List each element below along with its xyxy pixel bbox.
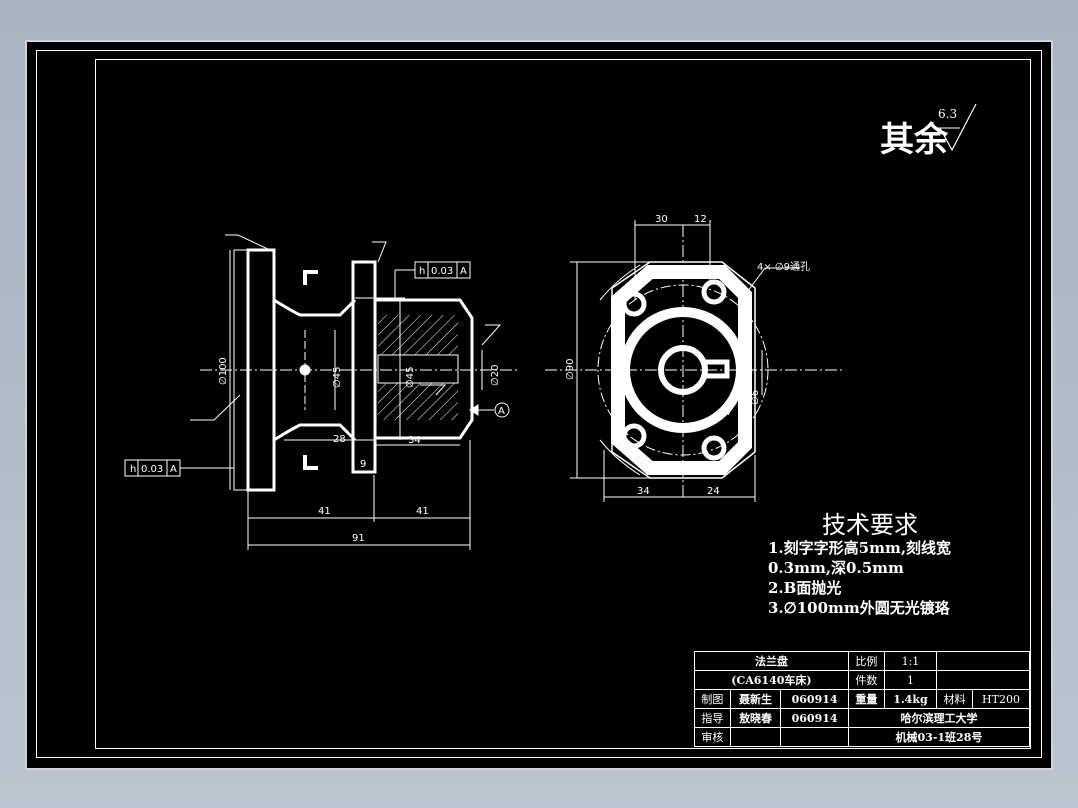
- qty-label: 件数: [847, 670, 885, 690]
- tech-line-4: 3.∅100mm外圆无光镀珞: [768, 599, 950, 617]
- drawing-frame: [95, 59, 1031, 749]
- dim-41-left: 41: [318, 506, 331, 517]
- front-view: [545, 220, 845, 502]
- tol-left-h: h: [130, 464, 136, 475]
- bolt-hole-2: [701, 279, 727, 305]
- tech-line-1: 1.刻字字形高5mm,刻线宽: [768, 539, 952, 557]
- title-block: 法兰盘 比例 1:1 (CA6140车床) 件数 1 制图 聂新生 060914…: [694, 651, 1031, 747]
- weight-value: 1.4kg: [883, 689, 938, 709]
- dim-34-front: 34: [637, 486, 650, 497]
- side-view: [124, 234, 520, 550]
- drawing-sheet-border: [36, 50, 1042, 758]
- dim-dia-90: ∅90: [565, 359, 576, 380]
- tech-requirements-title: 技术要求: [822, 511, 918, 539]
- tol-top-datum: A: [460, 266, 467, 277]
- holes-note: 4× ∅9通孔: [757, 261, 810, 273]
- surface-roughness-label: 其余: [880, 120, 948, 160]
- tol-left-datum: A: [170, 464, 177, 475]
- front-view-labels: 30 12 34 24 ∅90 7 ∅6 4× ∅9通孔: [565, 214, 810, 497]
- dim-12: 12: [694, 214, 707, 225]
- dim-dia-100: ∅100: [218, 357, 229, 385]
- bolt-hole-3: [621, 423, 647, 449]
- small-flange: [351, 260, 377, 474]
- dim-dia-45-a: ∅45: [332, 367, 343, 388]
- dim-7: 7: [726, 407, 732, 418]
- dim-41-right: 41: [416, 506, 429, 517]
- drawn-label: 制图: [694, 689, 731, 709]
- dim-dia-20: ∅20: [490, 365, 501, 386]
- weight-label: 重量: [847, 689, 885, 709]
- tech-line-3: 2.B面抛光: [768, 579, 842, 597]
- tech-line-2: 0.3mm,深0.5mm: [768, 559, 904, 577]
- flange-outline: [611, 265, 752, 475]
- material-value: HT200: [971, 689, 1031, 709]
- dim-28: 28: [333, 434, 346, 445]
- dim-24: 24: [707, 486, 720, 497]
- tol-top-value: 0.03: [431, 266, 453, 277]
- drawn-name: 聂新生: [729, 689, 782, 709]
- tol-top-h: h: [419, 266, 425, 277]
- side-view-labels: h 0.03 A h 0.03 A A 41 41 91 28 34 9 ∅10…: [130, 266, 505, 544]
- school-name: 哈尔滨理工大学: [847, 708, 1031, 728]
- dim-34-side: 34: [408, 435, 421, 446]
- tol-left-value: 0.03: [141, 464, 163, 475]
- qty-value: 1: [883, 670, 938, 690]
- scale-label: 比例: [847, 651, 885, 671]
- surface-roughness-value: 6.3: [938, 107, 958, 121]
- dim-dia-45-b: ∅45: [405, 367, 416, 388]
- dim-9: 9: [360, 459, 366, 470]
- datum-label: A: [498, 406, 505, 417]
- guide-date: 060914: [780, 708, 849, 728]
- class-info: 机械03-1班28号: [847, 727, 1031, 747]
- dim-91: 91: [352, 533, 365, 544]
- check-label: 审核: [694, 727, 731, 747]
- guide-label: 指导: [694, 708, 731, 728]
- dim-dia-6: ∅6: [750, 390, 761, 405]
- roughness-symbol: [939, 103, 977, 152]
- material-label: 材料: [936, 689, 973, 709]
- bolt-hole-1: [621, 291, 647, 317]
- drawn-date: 060914: [780, 689, 849, 709]
- part-subtitle: (CA6140车床): [694, 670, 849, 690]
- part-name: 法兰盘: [694, 651, 849, 671]
- scale-value: 1:1: [883, 651, 938, 671]
- guide-name: 敖晓春: [729, 708, 782, 728]
- dim-30: 30: [655, 214, 668, 225]
- drawing-viewport[interactable]: [25, 40, 1053, 770]
- bolt-hole-4: [701, 435, 727, 461]
